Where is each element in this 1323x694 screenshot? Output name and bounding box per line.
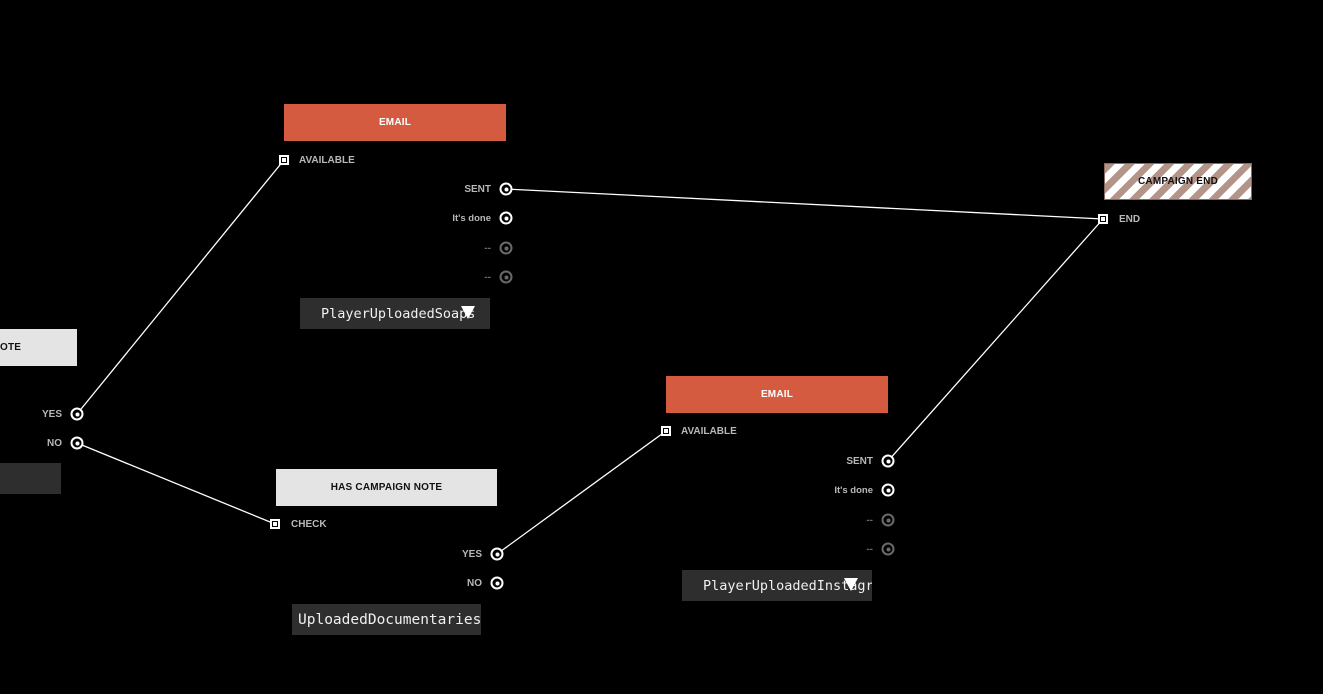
left-partial-node-title: OTE bbox=[0, 342, 22, 353]
has-campaign-note-selector-value: UploadedDocumentaries bbox=[298, 611, 481, 628]
has-campaign-note-header[interactable]: HAS CAMPAIGN NOTE bbox=[276, 469, 497, 506]
has-campaign-note-selector[interactable]: UploadedDocumentaries bbox=[292, 604, 481, 635]
chevron-down-icon bbox=[461, 306, 475, 319]
email-bottom-selector-value: PlayerUploadedInstagram bbox=[703, 577, 872, 594]
wire-sent-to-end bbox=[505, 188, 1104, 220]
email-top-available-port[interactable] bbox=[279, 155, 289, 165]
email-bottom-sent-port[interactable] bbox=[881, 454, 895, 468]
left-partial-selector[interactable] bbox=[0, 463, 61, 494]
has-campaign-note-yes-port[interactable] bbox=[490, 547, 504, 561]
wire-sent-bottom-to-end bbox=[887, 218, 1104, 462]
left-partial-no-label: NO bbox=[47, 438, 62, 449]
campaign-end-title: CAMPAIGN END bbox=[1138, 176, 1218, 187]
email-top-title: EMAIL bbox=[378, 117, 412, 128]
email-top-empty1-label: -- bbox=[484, 243, 491, 254]
left-partial-node-header[interactable]: OTE bbox=[0, 329, 77, 366]
campaign-end-end-label: END bbox=[1119, 214, 1141, 225]
email-bottom-event-selector[interactable]: PlayerUploadedInstagram bbox=[682, 570, 872, 601]
campaign-end-end-port[interactable] bbox=[1098, 214, 1108, 224]
email-bottom-available-port[interactable] bbox=[661, 426, 671, 436]
email-bottom-done-port[interactable] bbox=[881, 483, 895, 497]
email-top-done-label: It's done bbox=[452, 213, 491, 224]
email-bottom-available-label: AVAILABLE bbox=[681, 426, 737, 437]
email-bottom-header[interactable]: EMAIL bbox=[666, 376, 888, 413]
wire-yes-to-email-bottom bbox=[496, 430, 667, 555]
email-bottom-empty1-label: -- bbox=[866, 515, 873, 526]
has-campaign-note-check-port[interactable] bbox=[270, 519, 280, 529]
email-top-done-port[interactable] bbox=[499, 211, 513, 225]
email-bottom-empty1-port[interactable] bbox=[881, 513, 895, 527]
has-campaign-note-no-label: NO bbox=[467, 578, 482, 589]
email-top-empty1-port[interactable] bbox=[499, 241, 513, 255]
email-top-empty2-port[interactable] bbox=[499, 270, 513, 284]
email-top-available-label: AVAILABLE bbox=[299, 155, 355, 166]
email-top-empty2-label: -- bbox=[484, 272, 491, 283]
email-top-header[interactable]: EMAIL bbox=[284, 104, 506, 141]
email-bottom-done-label: It's done bbox=[834, 485, 873, 496]
has-campaign-note-no-port[interactable] bbox=[490, 576, 504, 590]
has-campaign-note-yes-label: YES bbox=[461, 549, 482, 560]
email-top-selector-value: PlayerUploadedSoaps bbox=[321, 305, 476, 322]
wire-yes-to-email-top bbox=[76, 159, 285, 415]
email-top-sent-port[interactable] bbox=[499, 182, 513, 196]
campaign-end-header[interactable]: CAMPAIGN END bbox=[1104, 163, 1252, 200]
email-bottom-title: EMAIL bbox=[760, 389, 794, 400]
email-top-sent-label: SENT bbox=[464, 184, 491, 195]
email-bottom-sent-label: SENT bbox=[846, 456, 873, 467]
left-partial-yes-port[interactable] bbox=[70, 407, 84, 421]
email-bottom-empty2-label: -- bbox=[866, 544, 873, 555]
email-top-event-selector[interactable]: PlayerUploadedSoaps bbox=[300, 298, 490, 329]
has-campaign-note-title: HAS CAMPAIGN NOTE bbox=[330, 482, 443, 493]
left-partial-yes-label: YES bbox=[41, 409, 62, 420]
email-bottom-empty2-port[interactable] bbox=[881, 542, 895, 556]
chevron-down-icon bbox=[844, 578, 858, 591]
left-partial-no-port[interactable] bbox=[70, 436, 84, 450]
has-campaign-note-check-label: CHECK bbox=[291, 519, 327, 530]
wire-no-to-check bbox=[76, 442, 276, 525]
